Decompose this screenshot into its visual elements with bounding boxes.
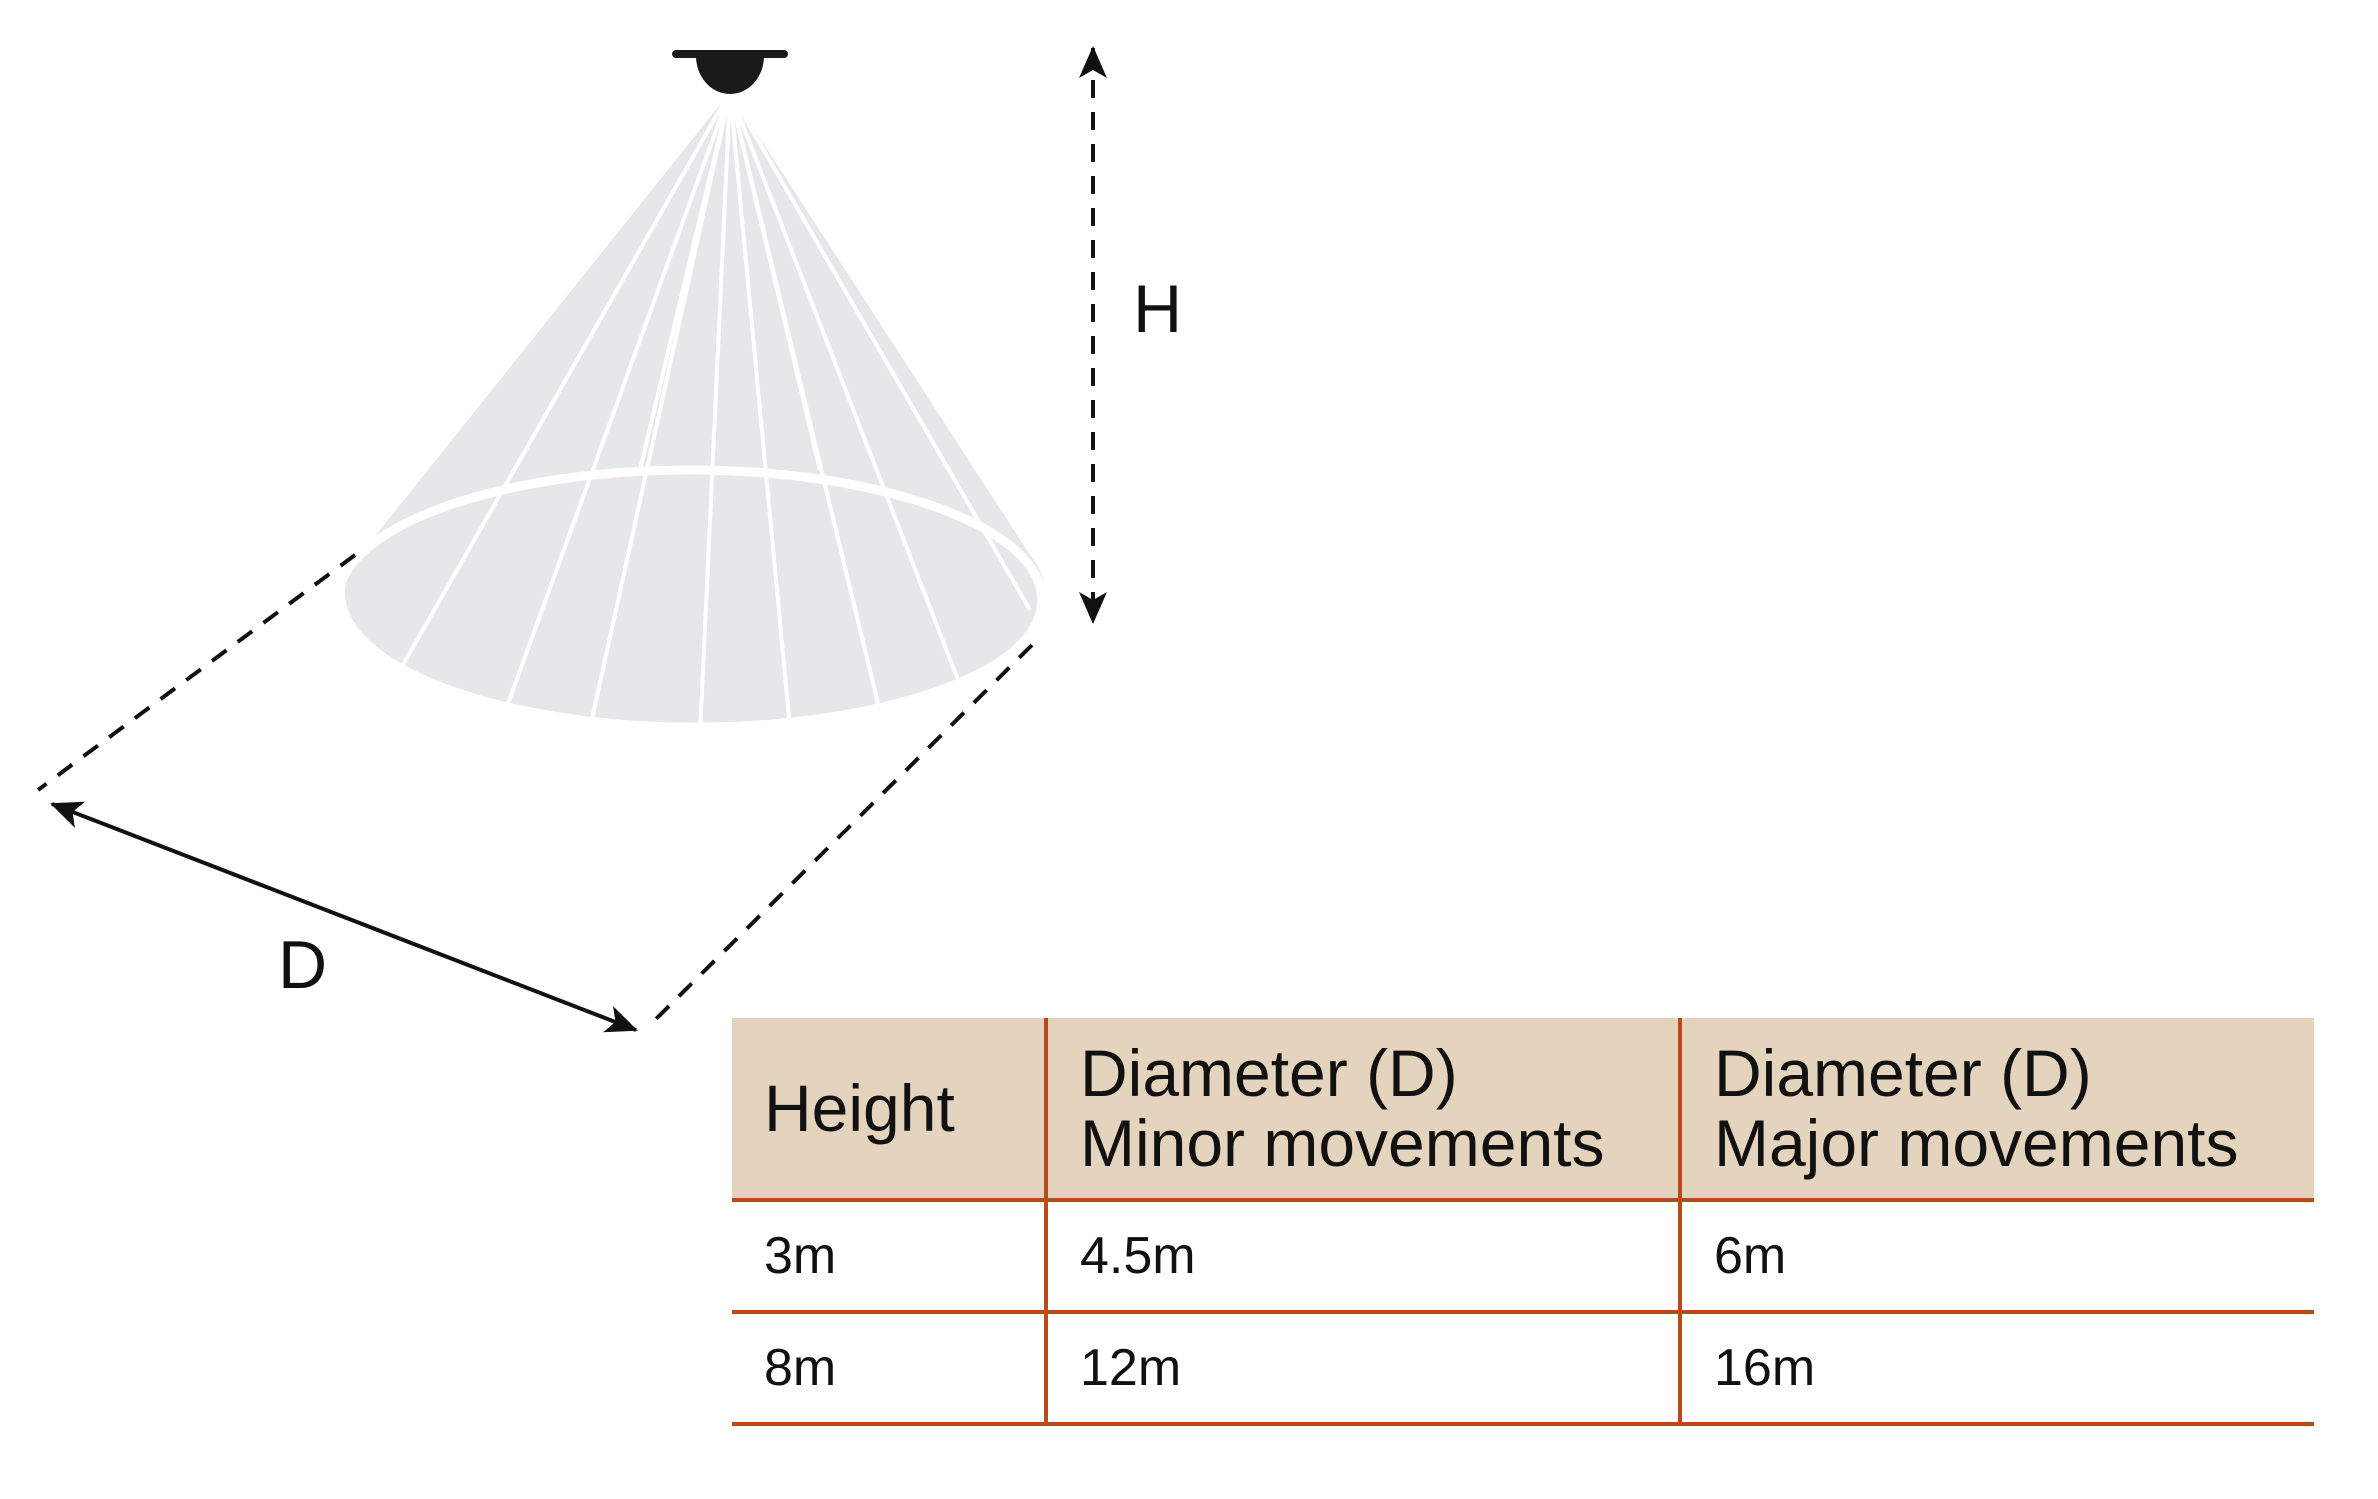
cell-diameter-minor: 12m xyxy=(1044,1312,1680,1426)
header-height-text: Height xyxy=(764,1071,955,1145)
header-diameter-minor: Diameter (D) Minor movements xyxy=(1044,1018,1680,1202)
detection-cone xyxy=(333,90,1047,736)
coverage-table: Height Diameter (D) Minor movements Diam… xyxy=(732,1018,2314,1426)
cone-base-rim xyxy=(333,465,1047,735)
header-diameter-minor-line1: Diameter (D) xyxy=(1080,1036,1458,1110)
table-row: 3m 4.5m 6m xyxy=(732,1200,2314,1314)
cell-diameter-major: 16m xyxy=(1678,1312,2314,1426)
table-row: 8m 12m 16m xyxy=(732,1312,2314,1426)
header-diameter-major: Diameter (D) Major movements xyxy=(1678,1018,2314,1202)
table-header-row: Height Diameter (D) Minor movements Diam… xyxy=(732,1018,2314,1202)
cone-beams xyxy=(398,90,1032,736)
diameter-dimension: D xyxy=(50,801,638,1033)
header-height: Height xyxy=(732,1018,1046,1202)
height-label: H xyxy=(1133,271,1182,347)
header-diameter-major-line1: Diameter (D) xyxy=(1714,1036,2092,1110)
cell-height: 3m xyxy=(732,1200,1046,1314)
height-dimension: H xyxy=(1079,46,1182,624)
header-diameter-minor-line2: Minor movements xyxy=(1080,1106,1605,1180)
diameter-label: D xyxy=(278,927,327,1003)
cone-body xyxy=(344,92,1045,723)
header-diameter-major-line2: Major movements xyxy=(1714,1106,2239,1180)
cell-diameter-major: 6m xyxy=(1678,1200,2314,1314)
cell-height: 8m xyxy=(732,1312,1046,1426)
sensor-icon xyxy=(672,50,788,94)
diameter-extension-lines xyxy=(36,553,1034,1022)
cell-diameter-minor: 4.5m xyxy=(1044,1200,1680,1314)
